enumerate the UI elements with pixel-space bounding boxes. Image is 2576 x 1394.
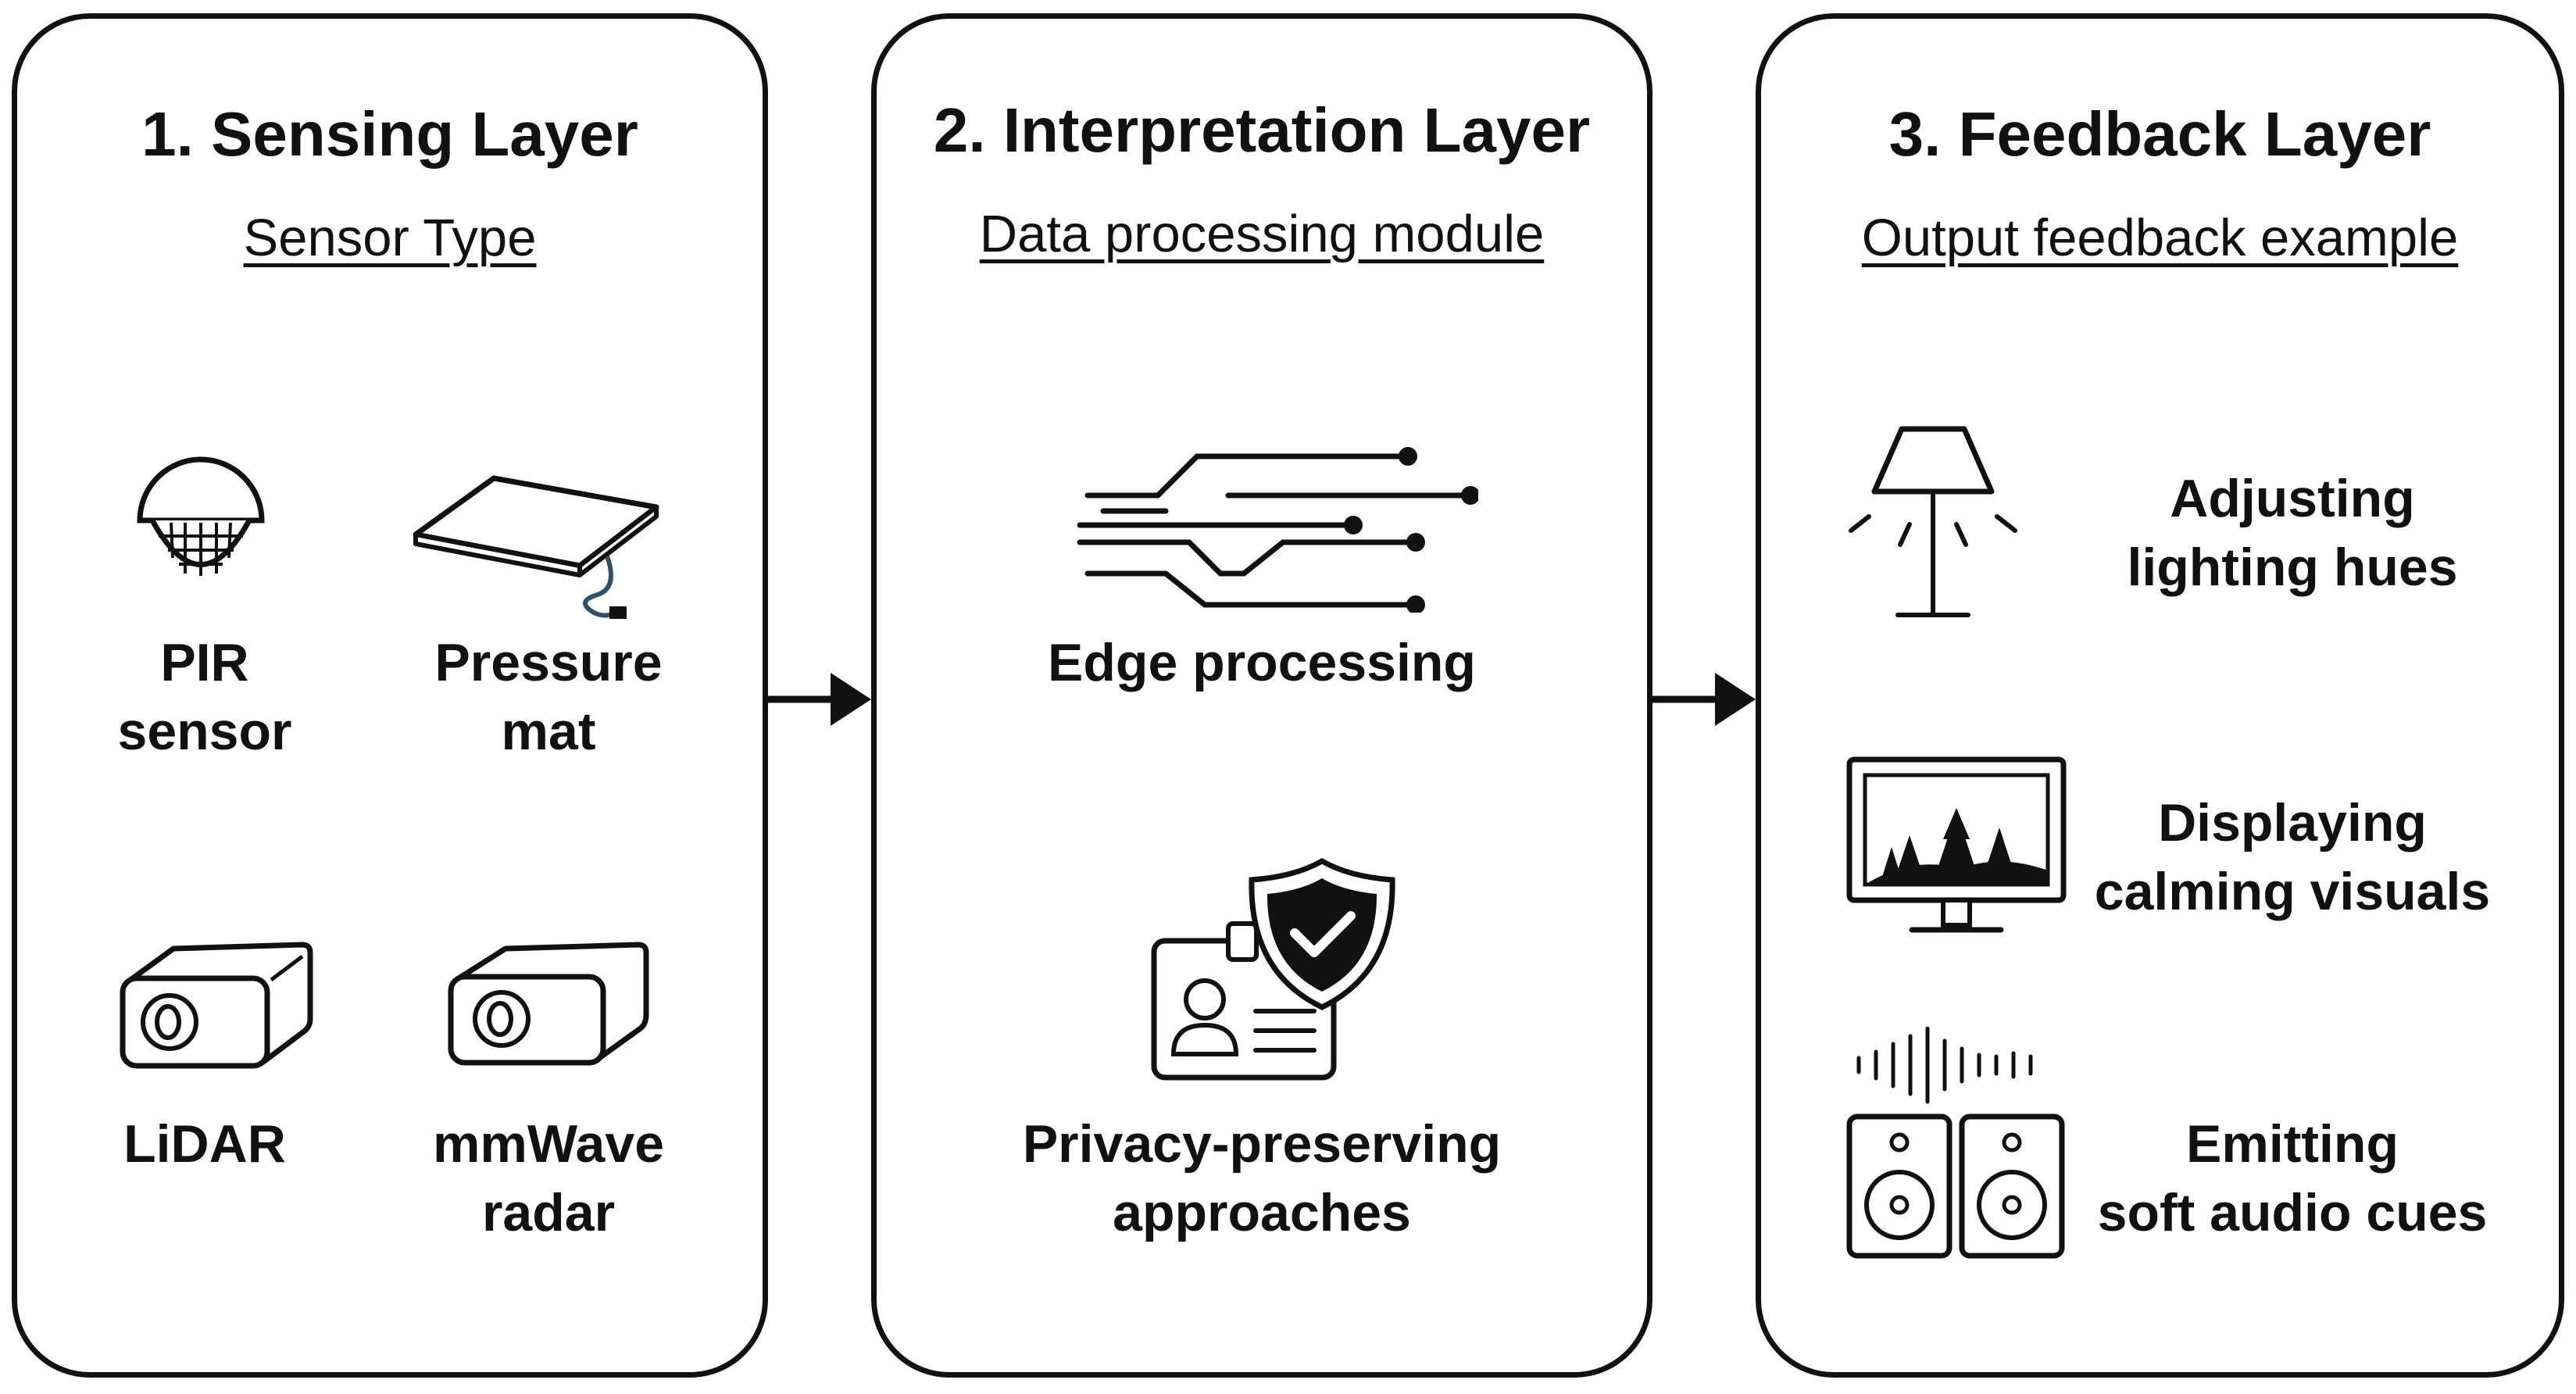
interpretation-layer-title: 2. Interpretation Layer — [933, 95, 1591, 165]
privacy-preserving-label: Privacy-preserving approaches — [1022, 1114, 1502, 1242]
emitting-audio-label: Emitting soft audio cues — [2097, 1114, 2488, 1242]
lidar-icon — [115, 933, 318, 1081]
output-feedback-subtitle: Output feedback example — [1861, 209, 2459, 267]
feedback-layer-title: 3. Feedback Layer — [1888, 99, 2431, 169]
pressure-mat-icon — [408, 464, 666, 628]
sensor-type-subtitle: Sensor Type — [243, 209, 537, 267]
id-shield-icon — [1146, 855, 1412, 1081]
arrow-right-icon — [1652, 668, 1756, 731]
pressure-mat-label: Pressure mat — [434, 633, 663, 761]
radar-label: mmWave radar — [432, 1114, 665, 1242]
adjusting-lighting-label: Adjusting lighting hues — [2127, 469, 2458, 597]
data-processing-subtitle: Data processing module — [979, 205, 1545, 263]
edge-processing-label: Edge processing — [1048, 633, 1476, 692]
radar-icon — [443, 933, 654, 1081]
circuit-icon — [1072, 425, 1478, 613]
interpretation-layer-panel: 2. Interpretation Layer Data processing … — [871, 13, 1652, 1378]
pir-sensor-icon — [130, 449, 271, 605]
sensing-layer-panel: 1. Sensing Layer Sensor Type PIR sensor — [12, 13, 768, 1378]
displaying-visuals-label: Displaying calming visuals — [2094, 793, 2491, 921]
lamp-icon — [1847, 413, 2050, 624]
sensing-layer-title: 1. Sensing Layer — [141, 99, 638, 169]
speakers-icon — [1843, 1027, 2070, 1261]
lidar-label: LiDAR — [123, 1114, 286, 1174]
feedback-layer-panel: 3. Feedback Layer Output feedback exampl… — [1756, 13, 2564, 1378]
monitor-icon — [1843, 753, 2070, 945]
pir-sensor-label: PIR sensor — [117, 633, 292, 761]
arrow-right-icon — [768, 668, 871, 731]
